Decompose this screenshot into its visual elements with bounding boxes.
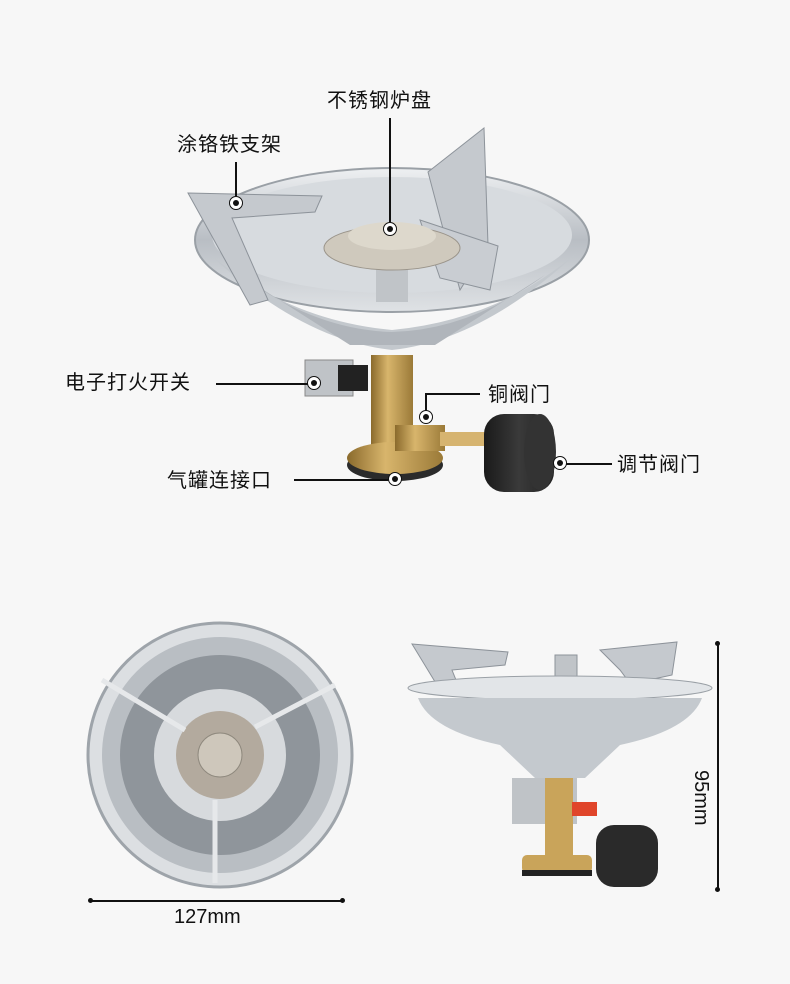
callout-label-adjustment-valve: 调节阀门 xyxy=(617,452,701,476)
callout-label-copper-valve: 铜阀门 xyxy=(488,382,551,406)
dimension-endpoint xyxy=(715,641,720,646)
callout-marker-icon xyxy=(388,472,402,486)
stove-top-view-illustration xyxy=(86,621,354,889)
callout-line xyxy=(216,383,308,385)
callout-label-gas-canister-connector: 气罐连接口 xyxy=(167,468,272,492)
callout-label-chrome-iron-support: 涂铬铁支架 xyxy=(177,132,282,156)
callout-line xyxy=(566,463,612,465)
height-dimension-line xyxy=(717,643,719,889)
dimension-endpoint xyxy=(715,887,720,892)
callout-line xyxy=(235,162,237,196)
callout-marker-icon xyxy=(229,196,243,210)
diameter-dimension-label: 127mm xyxy=(174,906,241,928)
callout-marker-icon xyxy=(383,222,397,236)
callout-line xyxy=(425,393,480,395)
stove-main-illustration xyxy=(187,126,590,492)
callout-marker-icon xyxy=(307,376,321,390)
callout-marker-icon xyxy=(419,410,433,424)
callout-line xyxy=(389,118,391,222)
height-dimension-label: 95mm xyxy=(690,770,712,826)
callout-marker-icon xyxy=(553,456,567,470)
callout-line xyxy=(294,479,388,481)
dimension-endpoint xyxy=(88,898,93,903)
callout-label-electronic-igniter: 电子打火开关 xyxy=(65,370,191,394)
stove-side-view-illustration xyxy=(407,641,713,887)
dimension-endpoint xyxy=(340,898,345,903)
callout-line xyxy=(425,393,427,411)
callout-label-stainless-burner-plate: 不锈钢炉盘 xyxy=(327,88,432,112)
diameter-dimension-line xyxy=(90,900,342,902)
